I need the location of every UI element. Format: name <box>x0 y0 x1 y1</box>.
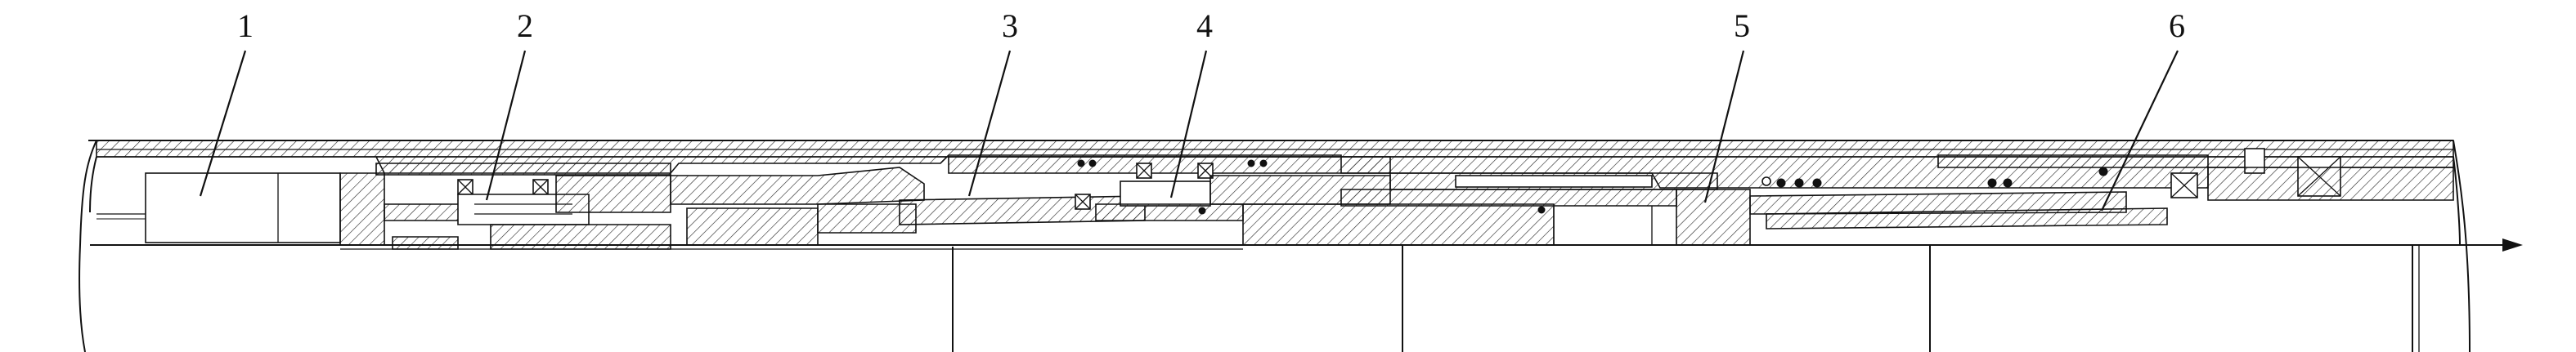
callout-leaders <box>199 50 2179 212</box>
callout-3: 3 <box>1002 7 1018 44</box>
leader-1 <box>199 50 247 197</box>
callout-numbers: 1 2 3 4 5 6 <box>237 7 2185 44</box>
component-5-6-region <box>1676 148 2454 246</box>
callout-1: 1 <box>237 7 254 44</box>
centerline <box>96 238 2523 252</box>
section-4-to-5 <box>1242 172 1718 246</box>
middle-section <box>670 156 1391 246</box>
callout-2: 2 <box>517 7 533 44</box>
callout-4: 4 <box>1196 7 1213 44</box>
flow-arrow-icon <box>2502 238 2523 252</box>
leader-4 <box>1169 50 1208 198</box>
callout-6: 6 <box>2169 7 2185 44</box>
component-2-region <box>375 163 671 250</box>
leader-5 <box>1703 50 1745 203</box>
leader-3 <box>967 50 1012 197</box>
leader-6 <box>2101 50 2179 212</box>
callout-5: 5 <box>1734 7 1750 44</box>
leader-2 <box>485 50 527 201</box>
